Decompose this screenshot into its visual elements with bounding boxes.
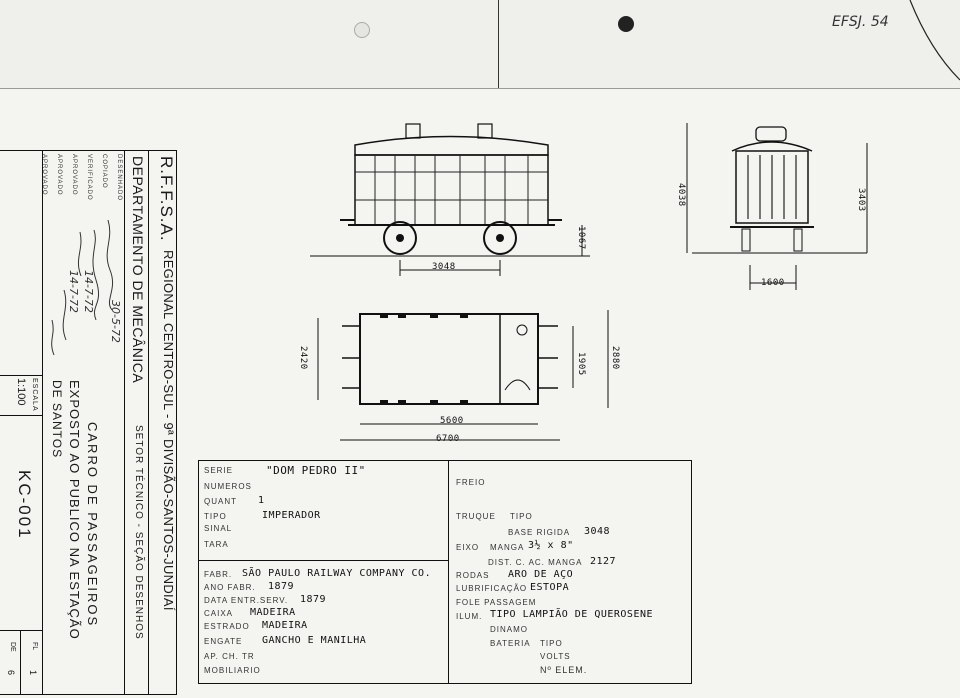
dim-end-gauge: 1600 <box>761 278 785 288</box>
label-n-elem: Nº ELEM. <box>540 665 588 675</box>
org-name: R.F.F.S.A. <box>157 156 176 242</box>
role-aprovado-3: APROVADO <box>41 154 47 196</box>
label-lubrificacao: LUBRIFICAÇÃO <box>456 584 528 593</box>
label-freio: FREIO <box>456 478 486 487</box>
of-label: DE <box>9 642 16 652</box>
drawing-number: KC-001 <box>15 470 34 540</box>
label-ilum: ILUM. <box>456 612 483 621</box>
side-elevation-view <box>310 123 590 276</box>
value-fabr: SÃO PAULO RAILWAY COMPANY CO. <box>242 568 432 579</box>
corner-note: EFSJ. 54 <box>832 14 889 30</box>
label-dist: DIST. C. AC. MANGA <box>488 558 583 567</box>
sheet-value: 1 <box>28 670 38 676</box>
label-bateria: BATERIA <box>490 639 531 648</box>
label-fabr: FABR. <box>204 570 233 579</box>
region-name: REGIONAL CENTRO-SUL - 9ª DIVISÃO-SANTOS-… <box>161 250 176 611</box>
label-caixa: CAIXA <box>204 609 234 618</box>
title-block: R.F.F.S.A. REGIONAL CENTRO-SUL - 9ª DIVI… <box>0 150 178 695</box>
label-dinamo: DINAMO <box>490 625 528 634</box>
label-volts: VOLTS <box>540 652 571 661</box>
value-caixa: MADEIRA <box>250 607 296 618</box>
label-mobiliario: MOBILIARIO <box>204 666 261 675</box>
value-ilum: TIPO LAMPIÃO DE QUEROSENE <box>490 609 654 620</box>
end-elevation-view <box>686 123 868 290</box>
label-estrado: ESTRADO <box>204 622 250 631</box>
sheet-label: FL <box>31 642 38 651</box>
value-lubrificacao: ESTOPA <box>530 582 570 593</box>
dim-side-wheelbase: 3048 <box>432 262 456 272</box>
top-divider <box>498 0 499 88</box>
plan-view <box>317 310 609 441</box>
role-verificado: VERIFICADO <box>86 154 92 201</box>
label-quant: QUANT <box>204 497 237 506</box>
label-ap-ch-tr: AP. CH. TR <box>204 652 255 661</box>
dim-plan-width: 2420 <box>298 346 308 370</box>
sector-name: SETOR TÉCNICO - SEÇÃO DESENHOS <box>133 425 144 640</box>
label-numeros: NUMEROS <box>204 482 252 491</box>
value-engate: GANCHO E MANILHA <box>262 635 367 646</box>
value-dist: 2127 <box>590 556 617 567</box>
label-data-entr: DATA ENTR.SERV. <box>204 596 289 605</box>
value-tipo: IMPERADOR <box>262 510 321 521</box>
dim-end-height-total: 4038 <box>676 183 686 207</box>
value-manga: 3½ x 8" <box>528 540 574 551</box>
dim-side-height: 1067 <box>576 226 586 250</box>
label-ano-fabr: ANO FABR. <box>204 583 256 592</box>
corner-curl <box>909 0 960 81</box>
scale-label: ESCALA <box>31 378 38 412</box>
label-truque: TRUQUE <box>456 512 496 521</box>
label-tara: TARA <box>204 540 229 549</box>
label-eixo: EIXO <box>456 543 480 552</box>
role-desenhado: DESENHADO <box>116 154 122 202</box>
value-serie: "DOM PEDRO II" <box>266 464 366 477</box>
signatures <box>51 219 114 356</box>
dim-end-height-body: 3403 <box>856 188 866 212</box>
label-fole: FOLE PASSAGEM <box>456 598 537 607</box>
dim-plan-total-width: 2880 <box>610 346 620 370</box>
label-sinal: SINAL <box>204 524 233 533</box>
punch-hole-right <box>618 16 634 32</box>
punch-hole-left <box>354 22 370 38</box>
role-aprovado-1: APROVADO <box>71 154 77 196</box>
label-engate: ENGATE <box>204 637 243 646</box>
dim-plan-body-length: 5600 <box>440 416 464 426</box>
description-line-1: CARRO DE PASSAGEIROS <box>85 422 100 628</box>
value-base-rigida: 3048 <box>584 526 611 537</box>
role-aprovado-2: APROVADO <box>56 154 62 196</box>
wheel-rear <box>483 221 517 255</box>
label-bateria-tipo: TIPO <box>540 639 563 648</box>
wheel-front <box>383 221 417 255</box>
label-truque-tipo: TIPO <box>510 512 533 521</box>
dim-plan-total-length: 6700 <box>436 434 460 444</box>
label-manga: MANGA <box>490 543 525 552</box>
label-base-rigida: BASE RIGIDA <box>508 528 571 537</box>
spec-table <box>198 460 692 684</box>
top-margin-strip <box>0 0 960 89</box>
label-tipo: TIPO <box>204 512 227 521</box>
value-rodas: ARO DE AÇO <box>508 569 574 580</box>
label-rodas: RODAS <box>456 571 490 580</box>
description-line-3: DE SANTOS <box>50 380 64 459</box>
value-estrado: MADEIRA <box>262 620 308 631</box>
department-name: DEPARTAMENTO DE MECÂNICA <box>130 156 146 384</box>
dim-plan-door: 1905 <box>576 352 586 376</box>
of-value: 6 <box>6 670 16 676</box>
value-ano-fabr: 1879 <box>268 581 295 592</box>
description-line-2: EXPOSTO AO PUBLICO NA ESTAÇÃO <box>67 380 82 640</box>
label-serie: SERIE <box>204 466 234 475</box>
scale-value: 1:100 <box>15 378 27 406</box>
value-data-entr: 1879 <box>300 594 327 605</box>
role-copiado: COPIADO <box>101 154 107 189</box>
value-quant: 1 <box>258 495 265 506</box>
